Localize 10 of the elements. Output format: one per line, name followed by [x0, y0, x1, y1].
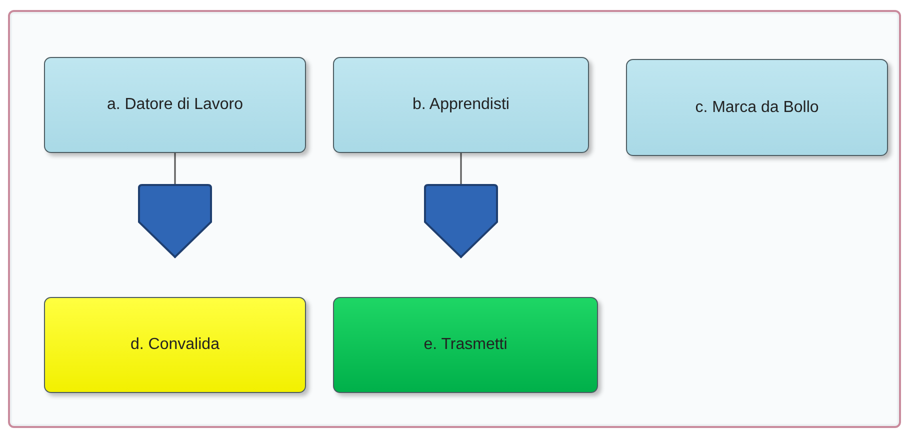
process-box: [626, 59, 888, 156]
box-label: b. Apprendisti: [412, 96, 510, 114]
process-box: [333, 57, 589, 153]
box-label: d. Convalida: [130, 336, 220, 354]
process-box: [44, 57, 306, 153]
process-box: [44, 297, 306, 393]
box-label: e. Trasmetti: [424, 336, 508, 354]
box-label: c. Marca da Bollo: [695, 98, 819, 116]
box-label: a. Datore di Lavoro: [106, 96, 244, 114]
process-box: [333, 297, 598, 393]
